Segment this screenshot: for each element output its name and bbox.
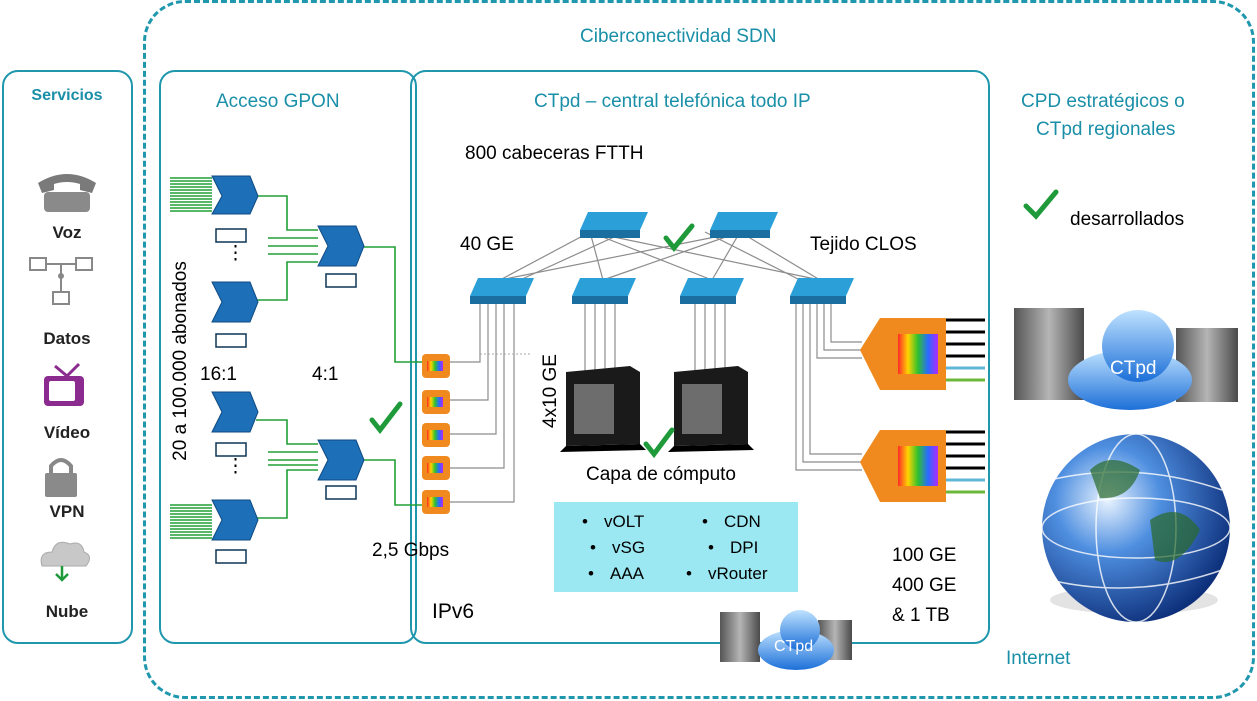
olt-icon xyxy=(860,318,946,502)
switch-icon xyxy=(470,212,854,304)
speed-400ge: 400 GE xyxy=(892,575,957,596)
service-data-label: Datos xyxy=(43,329,91,348)
services-heading: Servicios xyxy=(31,87,103,104)
services-panel xyxy=(2,70,133,644)
phone-icon xyxy=(38,174,96,212)
ctpd-title: CTpd – central telefónica todo IP xyxy=(534,91,811,112)
right-title-line1: CPD estratégicos o xyxy=(1021,91,1185,112)
function-aaa: AAA xyxy=(610,564,645,583)
internet-label: Internet xyxy=(1006,648,1071,669)
network-icon xyxy=(29,257,93,305)
service-voice-label: Voz xyxy=(52,223,82,242)
service-vpn-label: VPN xyxy=(49,502,85,521)
function-volt: vOLT xyxy=(604,512,645,531)
outer-title: Ciberconectividad SDN xyxy=(580,26,777,47)
sdn-outer-frame xyxy=(143,0,1255,699)
ctpd-panel xyxy=(410,70,990,644)
function-vsg: vSG xyxy=(612,538,646,557)
check-icon xyxy=(369,189,1059,459)
function-cdn: CDN xyxy=(724,512,761,531)
clos-links xyxy=(450,231,862,503)
cloud-download-icon xyxy=(40,541,90,582)
right-title-line2: CTpd regionales xyxy=(1036,119,1176,140)
function-bullet: • xyxy=(588,564,594,583)
gpon-fiber-links xyxy=(256,195,422,519)
gpon-title: Acceso GPON xyxy=(216,91,340,112)
subscribers-label: 20 a 100.000 abonados xyxy=(170,261,191,461)
function-bullet: • xyxy=(702,512,708,531)
speed-100ge: 100 GE xyxy=(892,545,957,566)
ratio-4-1: 4:1 xyxy=(312,364,339,385)
splitter-icon xyxy=(211,175,365,541)
service-video-label: Vídeo xyxy=(43,423,91,442)
legend-developed: desarrollados xyxy=(1070,209,1185,230)
ge4x10-label: 4x10 GE xyxy=(539,354,561,428)
function-bullet: • xyxy=(590,538,596,557)
ctpd-cloud-large xyxy=(1014,308,1238,410)
subscriber-fibers-top xyxy=(170,177,212,212)
tv-icon xyxy=(44,362,84,406)
functions-box xyxy=(554,502,798,592)
gpon-panel xyxy=(159,70,417,644)
service-cloud-label: Nube xyxy=(45,602,89,621)
lock-icon xyxy=(45,458,77,497)
function-bullet: • xyxy=(582,512,588,531)
ctpd-cloud-small-label: CTpd xyxy=(774,638,814,655)
ctpd-cloud-small xyxy=(720,610,852,670)
ge40-label: 40 GE xyxy=(460,234,514,255)
function-bullet: • xyxy=(708,538,714,557)
ratio-16-1: 16:1 xyxy=(200,364,237,385)
dots-top: ⋮ xyxy=(226,243,245,264)
headends-label: 800 cabeceras FTTH xyxy=(465,143,644,164)
function-dpi: DPI xyxy=(730,538,759,557)
subscriber-fibers-bottom xyxy=(170,504,212,539)
olt-output-fibers xyxy=(946,318,985,494)
compute-label: Capa de cómputo xyxy=(586,464,736,485)
globe-icon xyxy=(1041,433,1231,623)
ctpd-cloud-large-label: CTpd xyxy=(1110,358,1157,379)
server-rack-icon xyxy=(560,366,754,452)
splitter-ports xyxy=(215,228,357,564)
clos-label: Tejido CLOS xyxy=(810,234,917,255)
gbps-label: 2,5 Gbps xyxy=(372,540,450,561)
olt-port-stack xyxy=(422,354,450,514)
speed-1tb: & 1 TB xyxy=(892,605,950,626)
function-bullet: • xyxy=(686,564,692,583)
dots-bottom: ⋮ xyxy=(226,456,245,477)
ipv6-label: IPv6 xyxy=(432,600,475,623)
function-vrouter: vRouter xyxy=(708,564,768,583)
